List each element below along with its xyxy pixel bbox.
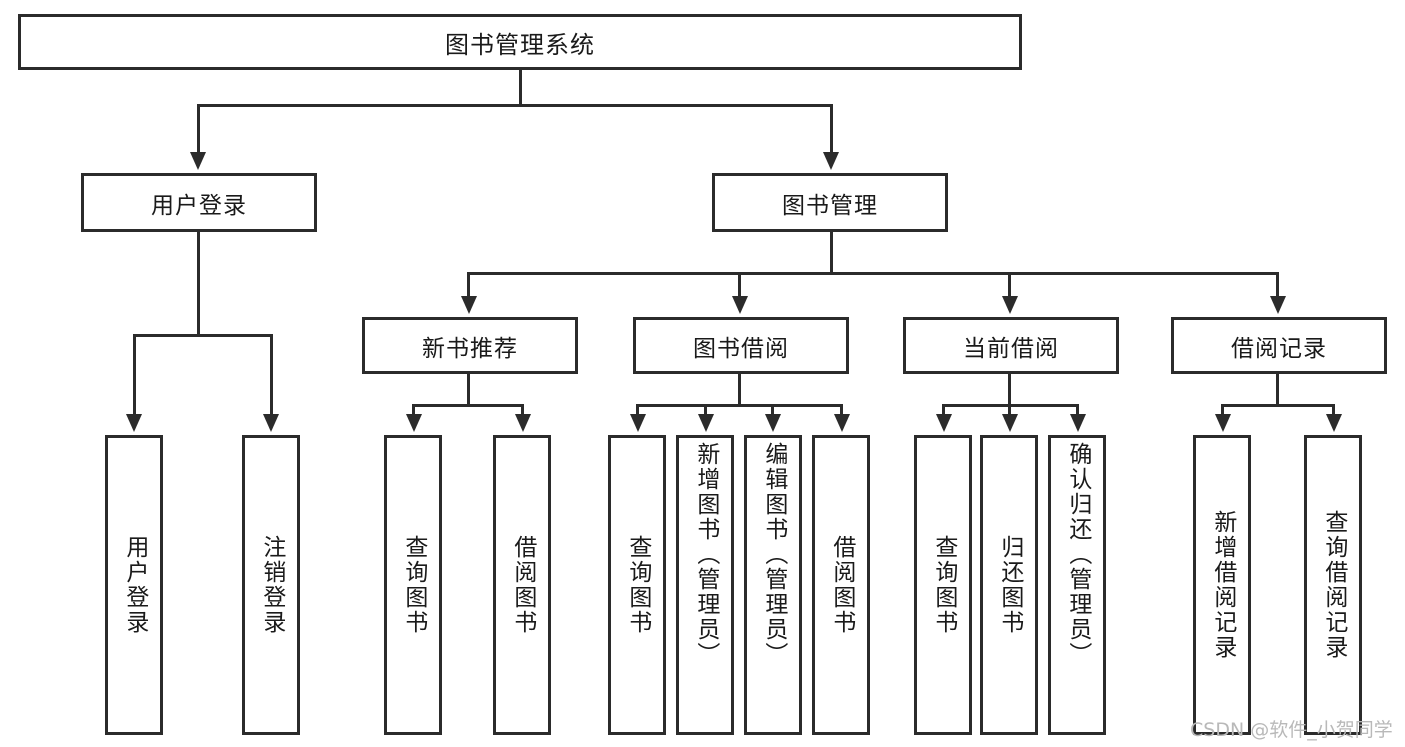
node-book-borrow[interactable]: 图书借阅 [633,317,849,374]
edge-bm-branch-3 [1008,272,1011,298]
edge-br-bus [1221,404,1335,407]
node-label: 查询图书 [624,535,651,635]
node-leaf-query-book-3[interactable]: 查询图书 [914,435,972,735]
node-borrow-record[interactable]: 借阅记录 [1171,317,1387,374]
node-label: 注销登录 [258,535,285,635]
edge-bb-branch-1 [636,404,639,418]
edge-bb-bus [636,404,843,407]
node-label: 借阅记录 [1231,335,1327,362]
arrow-to-leaf-add-book [698,414,714,432]
edge-bb-stem [738,374,741,406]
node-label: 编辑图书（管理员） [760,442,787,667]
edge-br-branch-1 [1221,404,1224,418]
node-label: 借阅图书 [828,535,855,635]
node-new-book-recommend[interactable]: 新书推荐 [362,317,578,374]
node-user-login[interactable]: 用户登录 [81,173,317,232]
node-leaf-query-book-1[interactable]: 查询图书 [384,435,442,735]
edge-user-login-branch-2 [270,334,273,416]
node-book-management[interactable]: 图书管理 [712,173,948,232]
arrow-to-book-borrow [732,296,748,314]
node-leaf-return-book[interactable]: 归还图书 [980,435,1038,735]
node-leaf-borrow-book-2[interactable]: 借阅图书 [812,435,870,735]
edge-user-login-bus [133,334,273,337]
arrow-to-leaf-confirm-return [1070,414,1086,432]
arrow-to-new-book-recommend [461,296,477,314]
edge-root-stem [519,68,522,106]
edge-nbr-stem [467,374,470,406]
edge-cb-stem [1008,374,1011,406]
edge-book-management-stem [830,232,833,275]
arrow-to-leaf-borrow-book-1 [515,414,531,432]
edge-cb-branch-2 [1008,404,1011,418]
node-leaf-edit-book[interactable]: 编辑图书（管理员） [744,435,802,735]
arrow-to-leaf-query-book-3 [936,414,952,432]
arrow-to-leaf-query-book-1 [406,414,422,432]
edge-nbr-bus [412,404,524,407]
edge-bm-branch-1 [467,272,470,298]
node-leaf-query-borrow-record[interactable]: 查询借阅记录 [1304,435,1362,735]
edge-bm-branch-2 [738,272,741,298]
node-leaf-user-login[interactable]: 用户登录 [105,435,163,735]
edge-bm-branch-4 [1276,272,1279,298]
node-label: 图书借阅 [693,335,789,362]
edge-user-login-stem [197,232,200,336]
node-root-book-management-system[interactable]: 图书管理系统 [18,14,1022,70]
arrow-to-current-borrow [1002,296,1018,314]
arrow-to-leaf-logout-login [263,414,279,432]
node-label: 新增图书（管理员） [692,442,719,667]
edge-cb-branch-1 [942,404,945,418]
node-label: 新书推荐 [422,335,518,362]
node-label: 查询借阅记录 [1320,510,1347,660]
arrow-to-leaf-add-borrow-record [1215,414,1231,432]
arrow-to-leaf-return-book [1002,414,1018,432]
edge-br-branch-2 [1332,404,1335,418]
node-label: 查询图书 [930,535,957,635]
arrow-to-borrow-record [1270,296,1286,314]
node-label: 确认归还（管理员） [1064,442,1091,667]
arrow-to-user-login [190,152,206,170]
node-label: 借阅图书 [509,535,536,635]
node-label: 当前借阅 [963,335,1059,362]
edge-root-bus [197,104,833,107]
edge-nbr-branch-1 [412,404,415,418]
node-leaf-query-book-2[interactable]: 查询图书 [608,435,666,735]
node-label: 用户登录 [151,192,247,219]
arrow-to-leaf-query-book-2 [630,414,646,432]
arrow-to-leaf-user-login [126,414,142,432]
node-leaf-borrow-book-1[interactable]: 借阅图书 [493,435,551,735]
node-leaf-add-borrow-record[interactable]: 新增借阅记录 [1193,435,1251,735]
csdn-watermark: CSDN @软件_小贺同学 [1190,719,1393,741]
node-label: 归还图书 [996,535,1023,635]
edge-bb-branch-2 [704,404,707,418]
arrow-to-leaf-query-borrow-record [1326,414,1342,432]
node-label: 图书管理系统 [445,30,595,59]
arrow-to-book-management [823,152,839,170]
edge-user-login-branch-1 [133,334,136,416]
node-label: 查询图书 [400,535,427,635]
node-label: 用户登录 [121,535,148,635]
edge-br-stem [1276,374,1279,406]
node-current-borrow[interactable]: 当前借阅 [903,317,1119,374]
arrow-to-leaf-borrow-book-2 [834,414,850,432]
edge-bb-branch-3 [771,404,774,418]
edge-book-management-bus [467,272,1279,275]
node-leaf-add-book[interactable]: 新增图书（管理员） [676,435,734,735]
node-label: 图书管理 [782,192,878,219]
edge-root-to-book-management [830,104,833,154]
node-leaf-logout-login[interactable]: 注销登录 [242,435,300,735]
node-leaf-confirm-return[interactable]: 确认归还（管理员） [1048,435,1106,735]
edge-nbr-branch-2 [521,404,524,418]
edge-cb-branch-3 [1076,404,1079,418]
edge-bb-branch-4 [840,404,843,418]
node-label: 新增借阅记录 [1209,510,1236,660]
arrow-to-leaf-edit-book [765,414,781,432]
edge-root-to-user-login [197,104,200,154]
